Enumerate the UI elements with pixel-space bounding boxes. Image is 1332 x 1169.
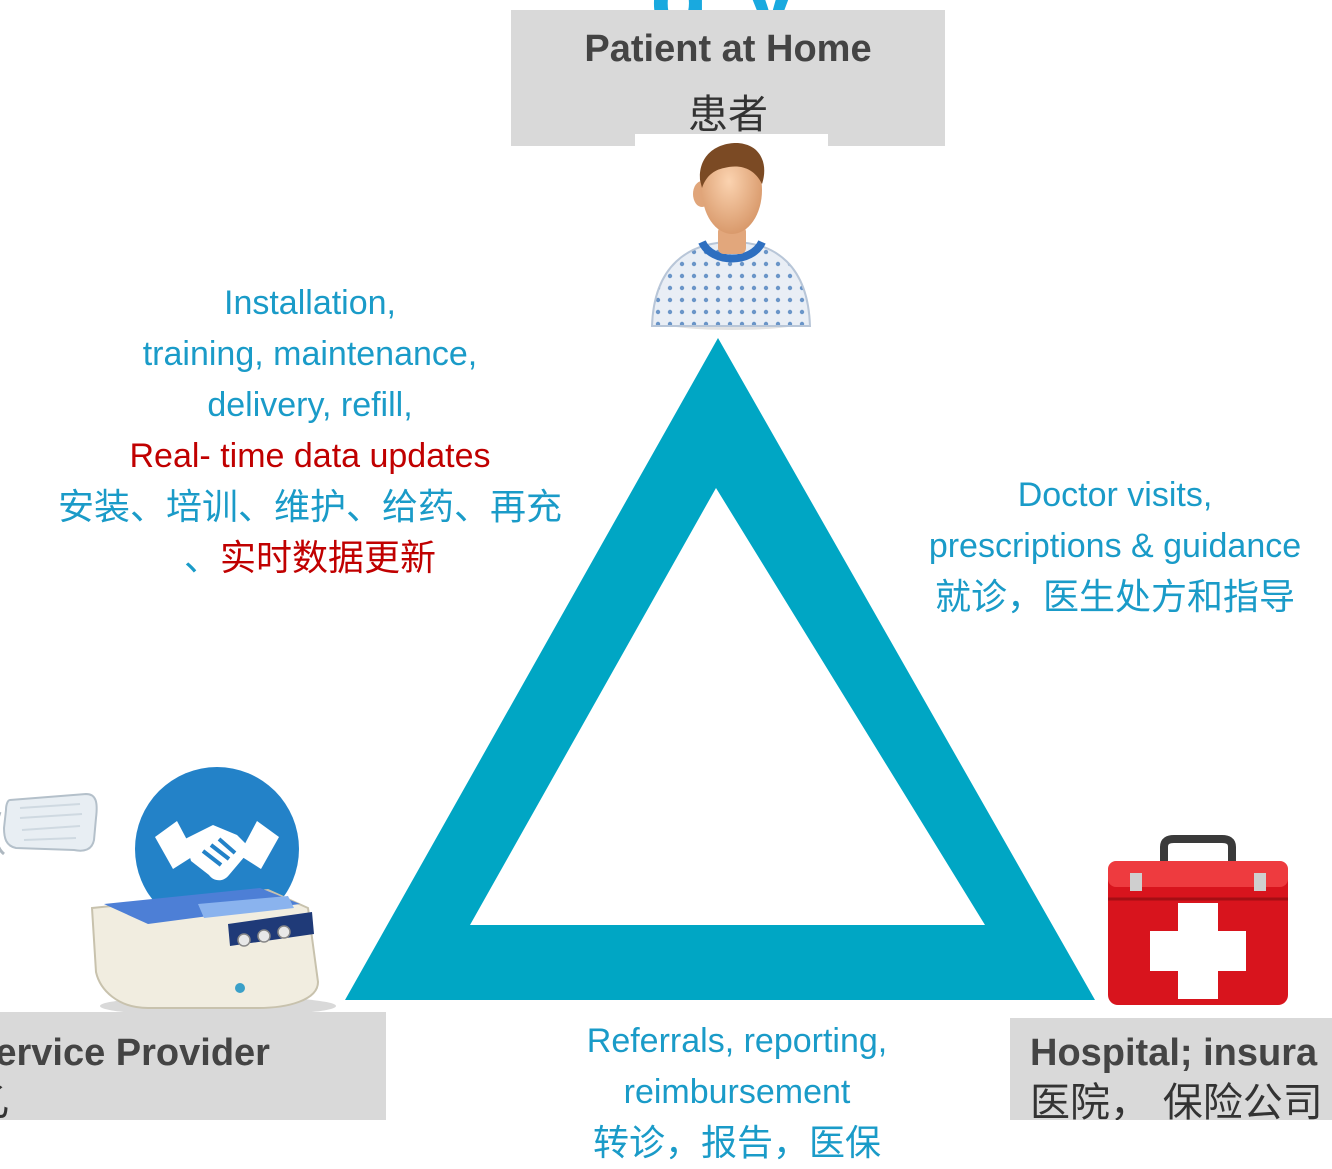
label-pp-zh2-red: 实时数据更新 <box>220 538 437 579</box>
label-patient-provider: Installation, training, maintenance, del… <box>10 278 610 584</box>
first-aid-kit-icon <box>1108 835 1288 1005</box>
label-ph-line2: prescriptions & guidance <box>928 527 1302 565</box>
fluid-bag-icon <box>0 792 98 856</box>
patient-node-subtitle: 患者 <box>688 92 768 138</box>
medical-device-icon <box>90 888 336 1016</box>
hospital-node-title: Hospital; insura <box>1030 1032 1318 1074</box>
label-patient-hospital: Doctor visits, prescriptions & guidance … <box>880 470 1332 623</box>
hospital-node: Hospital; insura 医院， 保险公司 <box>1010 1018 1332 1120</box>
provider-node-subtitle: 乙 <box>0 1070 10 1120</box>
patient-node: Patient at Home 患者 <box>511 10 945 146</box>
label-prh-line2: reimbursement <box>623 1073 851 1111</box>
label-provider-hospital: Referrals, reporting, reimbursement 转诊，报… <box>510 1016 964 1169</box>
label-prh-zh: 转诊，报告，医保 <box>592 1123 881 1164</box>
label-pp-line3: delivery, refill, <box>207 386 413 424</box>
label-prh-line1: Referrals, reporting, <box>586 1022 888 1060</box>
provider-node: Service Provider 乙 <box>0 1012 386 1120</box>
label-pp-zh1: 安装、培训、维护、给药、再充 <box>57 487 562 528</box>
label-pp-line2: training, maintenance, <box>142 335 478 373</box>
patient-avatar-icon <box>650 143 812 330</box>
label-ph-line1: Doctor visits, <box>1017 476 1213 514</box>
label-pp-zh2-sep: 、 <box>183 538 220 579</box>
provider-node-title: Service Provider <box>0 1032 270 1074</box>
hospital-node-subtitle: 医院， 保险公司 <box>1030 1080 1323 1120</box>
label-ph-zh: 就诊，医生处方和指导 <box>934 577 1295 618</box>
label-pp-line4: Real- time data updates <box>129 437 491 475</box>
label-pp-line1: Installation, <box>224 284 396 322</box>
patient-node-title: Patient at Home <box>584 28 872 70</box>
